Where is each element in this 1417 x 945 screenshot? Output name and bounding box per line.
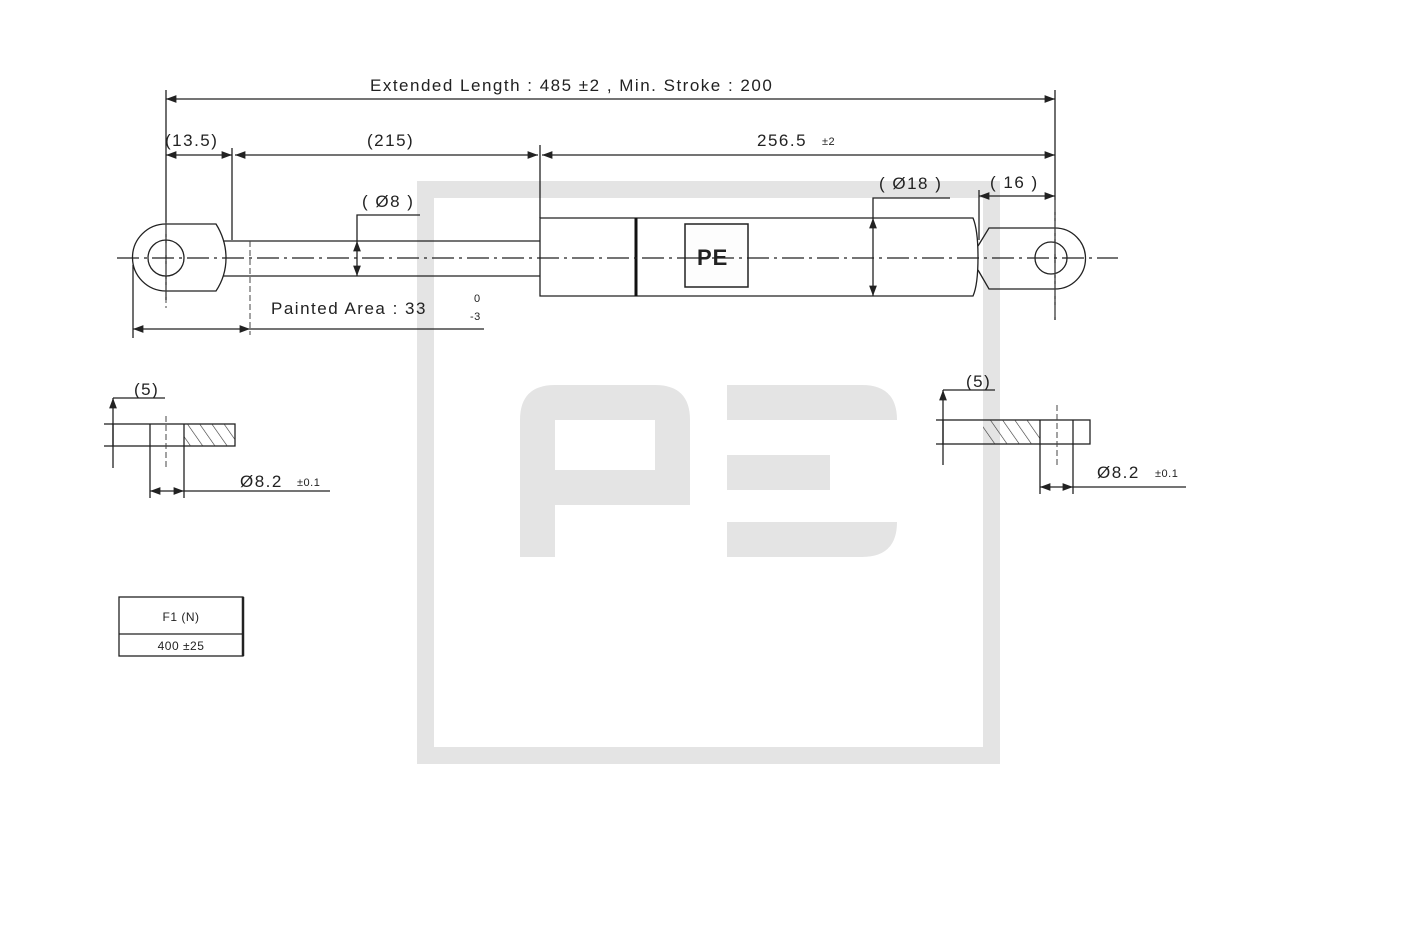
body-length-dimension: 256.5 — [757, 131, 807, 150]
force-table-value: 400 ±25 — [158, 639, 205, 653]
force-table-header: F1 (N) — [163, 610, 200, 624]
extended-length-label: Extended Length : 485 ±2 , Min. Stroke :… — [370, 76, 773, 95]
rod-length-dimension: (215) — [367, 131, 414, 150]
right-hole-diameter: Ø8.2 — [1097, 463, 1140, 482]
segment-dimensions: (13.5) (215) 256.5 ±2 — [165, 131, 1055, 240]
left-hole-tolerance: ±0.1 — [297, 477, 320, 489]
painted-area-tol-lower: -3 — [470, 311, 481, 323]
force-table: F1 (N) 400 ±25 — [118, 596, 245, 657]
watermark-logo — [417, 181, 1000, 764]
right-hole-tolerance: ±0.1 — [1155, 468, 1178, 480]
painted-area-dimension: Painted Area : 33 0 -3 — [132, 265, 484, 338]
rod-diameter-dimension: ( Ø8 ) — [362, 192, 414, 211]
right-eye-section: (5) Ø8.2 ±0.1 — [936, 372, 1186, 494]
left-eye — [131, 222, 227, 308]
left-eye-section: (5) Ø8.2 ±0.1 — [104, 380, 330, 498]
pe-logo-label — [684, 223, 749, 288]
left-hole-diameter: Ø8.2 — [240, 472, 283, 491]
cylinder-body: ( Ø18 ) PE — [539, 174, 979, 297]
eye-left-dimension: (13.5) — [165, 131, 218, 150]
left-thickness-dimension: (5) — [134, 380, 159, 399]
painted-area-tol-upper: 0 — [474, 293, 481, 305]
body-length-tolerance: ±2 — [822, 136, 835, 148]
right-thickness-dimension: (5) — [966, 372, 991, 391]
eye-right-dimension: ( 16 ) — [990, 173, 1039, 192]
body-diameter-dimension: ( Ø18 ) — [879, 174, 942, 193]
painted-area-label: Painted Area : 33 — [271, 299, 427, 318]
